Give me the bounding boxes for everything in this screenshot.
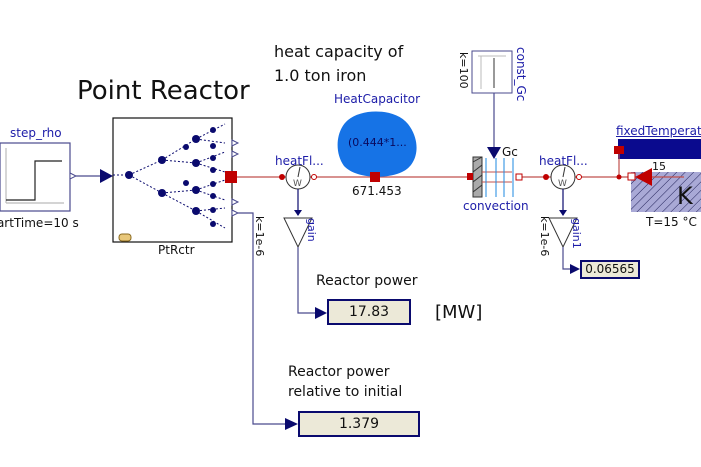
- step-rho-param: startTime=10 s: [0, 216, 79, 230]
- heat-flow-sensor-2-label: heatFl...: [539, 154, 588, 168]
- fixed-temperature-label: fixedTemperatu: [616, 124, 701, 138]
- kelvin-glyph: K: [677, 182, 693, 210]
- gain1-param: k=1e-6: [538, 216, 551, 257]
- gain1-block[interactable]: [548, 217, 578, 249]
- gain-block[interactable]: [283, 217, 313, 249]
- heat-capacitor-shape[interactable]: [337, 111, 417, 177]
- relative-power-line2: relative to initial: [288, 384, 403, 400]
- const-gc-label: const_Gc: [514, 47, 528, 102]
- fixed-temperature-block[interactable]: [614, 139, 701, 212]
- step-rho-label: step_rho: [10, 126, 62, 140]
- heat-flow-sensor-2[interactable]: W: [543, 164, 582, 190]
- title-point-reactor: Point Reactor: [77, 76, 250, 106]
- heat-flow-sensor-1-label: heatFl...: [275, 154, 324, 168]
- point-reactor-block[interactable]: [112, 117, 240, 243]
- heat-capacity-note: heat capacity of 1.0 ton iron: [274, 40, 403, 88]
- heat-capacitor-value: 671.453: [352, 184, 402, 198]
- relative-power-line1: Reactor power: [288, 364, 390, 380]
- relative-power-display[interactable]: 1.379: [298, 411, 420, 437]
- svg-text:W: W: [293, 179, 302, 189]
- convection-input-label: Gc: [502, 145, 518, 159]
- relative-power-note: Reactor power relative to initial: [288, 362, 402, 402]
- fixed-temperature-param: T=15 °C: [646, 215, 697, 229]
- heat-capacitor-param: (0.444*1...: [348, 136, 407, 149]
- const-gc-block[interactable]: [471, 50, 513, 94]
- svg-text:W: W: [558, 179, 567, 189]
- convection-block[interactable]: [467, 156, 523, 198]
- gain-param: k=1e-6: [253, 216, 266, 257]
- const-gc-param: k=100: [457, 52, 470, 89]
- gain1-output-display[interactable]: 0.06565: [580, 260, 640, 279]
- step-rho-block[interactable]: [0, 142, 78, 212]
- gain-label: gain: [305, 218, 318, 242]
- heat-capacity-line2: 1.0 ton iron: [274, 66, 367, 85]
- heat-capacity-line1: heat capacity of: [274, 42, 404, 61]
- heat-capacitor-port[interactable]: [370, 172, 380, 182]
- reactor-power-label: Reactor power: [316, 273, 418, 289]
- gain1-label: gain1: [570, 218, 583, 249]
- reactor-power-display[interactable]: 17.83: [327, 299, 411, 325]
- reactor-power-unit: [MW]: [435, 302, 483, 323]
- point-reactor-label: PtRctr: [158, 243, 195, 257]
- fixed-temperature-value: 15: [652, 160, 666, 173]
- heat-capacitor-label: HeatCapacitor: [334, 92, 421, 106]
- reactor-heat-port[interactable]: [225, 171, 237, 183]
- signal-line-relative: [238, 212, 287, 425]
- input-arrow: [100, 169, 113, 183]
- heat-flow-sensor-1[interactable]: W: [279, 164, 317, 190]
- convection-label: convection: [463, 199, 529, 213]
